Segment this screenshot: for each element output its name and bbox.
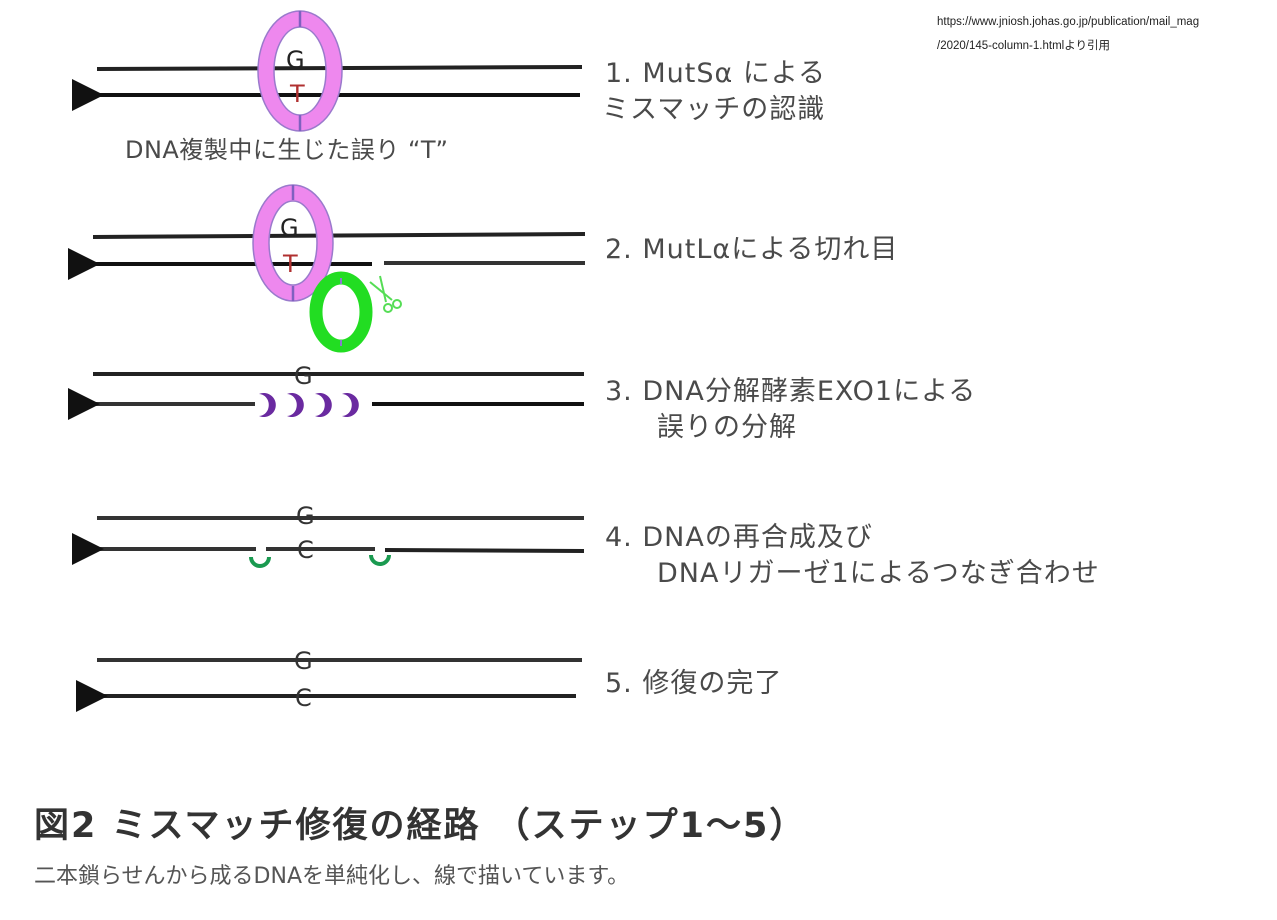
base-T-mismatch: T	[289, 80, 305, 108]
step4-dna: G C	[72, 502, 585, 568]
mutS-alpha-clamp-icon	[252, 184, 334, 302]
step-5-label: 5. 修復の完了	[605, 666, 782, 702]
step-1-text-line2: ミスマッチの認識	[602, 94, 826, 125]
scissors-icon	[369, 275, 402, 313]
step5-dna: G C	[76, 647, 582, 712]
mismatch-repair-diagram: G T G T G	[68, 10, 586, 712]
base-G: G	[280, 214, 299, 242]
step2-dna: G T	[68, 184, 586, 353]
step-2-text-line1: MutLαによる切れ目	[642, 234, 899, 265]
step-2-label: 2. MutLαによる切れ目	[605, 232, 898, 268]
base-C-corrected: C	[295, 684, 312, 712]
mutL-alpha-ring-icon	[309, 271, 373, 353]
base-G: G	[296, 502, 315, 530]
source-url-line1: https://www.jniosh.johas.go.jp/publicati…	[937, 16, 1200, 28]
step-3-text-line2: 誤りの分解	[657, 412, 797, 443]
source-citation: https://www.jniosh.johas.go.jp/publicati…	[937, 10, 1199, 58]
step-3-label: 3. DNA分解酵素EXO1による 誤りの分解	[605, 374, 976, 446]
step-5-text-line1: 修復の完了	[642, 668, 783, 699]
step-5-number: 5.	[605, 668, 633, 699]
figure-subtitle: 二本鎖らせんから成るDNAを単純化し、線で描いています。	[34, 864, 630, 889]
step3-dna: G	[68, 362, 584, 420]
base-G: G	[294, 647, 313, 675]
step-1-number: 1.	[605, 58, 633, 89]
ligase-join-icon	[369, 554, 391, 566]
step-4-text-line1: DNAの再合成及び	[642, 522, 873, 553]
step-4-text-line2: DNAリガーゼ1によるつなぎ合わせ	[657, 558, 1100, 589]
bottom-strand-right	[384, 548, 585, 553]
step-4-number: 4.	[605, 522, 633, 553]
step-3-text-line1: DNA分解酵素EXO1による	[642, 376, 977, 407]
base-T-mismatch: T	[282, 250, 298, 278]
step-4-label: 4. DNAの再合成及び DNAリガーゼ1によるつなぎ合わせ	[605, 520, 1100, 592]
step-1-text-line1: MutSα による	[642, 58, 827, 89]
figure-title: 図2 ミスマッチ修復の経路 （ステップ1～5）	[34, 806, 807, 846]
error-annotation: DNA複製中に生じた誤り “T”	[125, 136, 449, 164]
base-C-corrected: C	[297, 536, 314, 564]
base-G: G	[294, 362, 313, 390]
base-G: G	[286, 46, 305, 74]
step-1-label: 1. MutSα による ミスマッチの認識	[602, 56, 827, 128]
step-3-number: 3.	[605, 376, 633, 407]
source-url-line2: /2020/145-column-1.htmlより引用	[937, 40, 1110, 52]
step-2-number: 2.	[605, 234, 633, 265]
exo1-degradation-icon	[259, 393, 359, 418]
mutS-alpha-clamp-icon	[257, 10, 343, 132]
top-strand	[92, 232, 586, 239]
ligase-join-icon	[249, 556, 271, 568]
step1-dna: G T	[72, 10, 583, 132]
